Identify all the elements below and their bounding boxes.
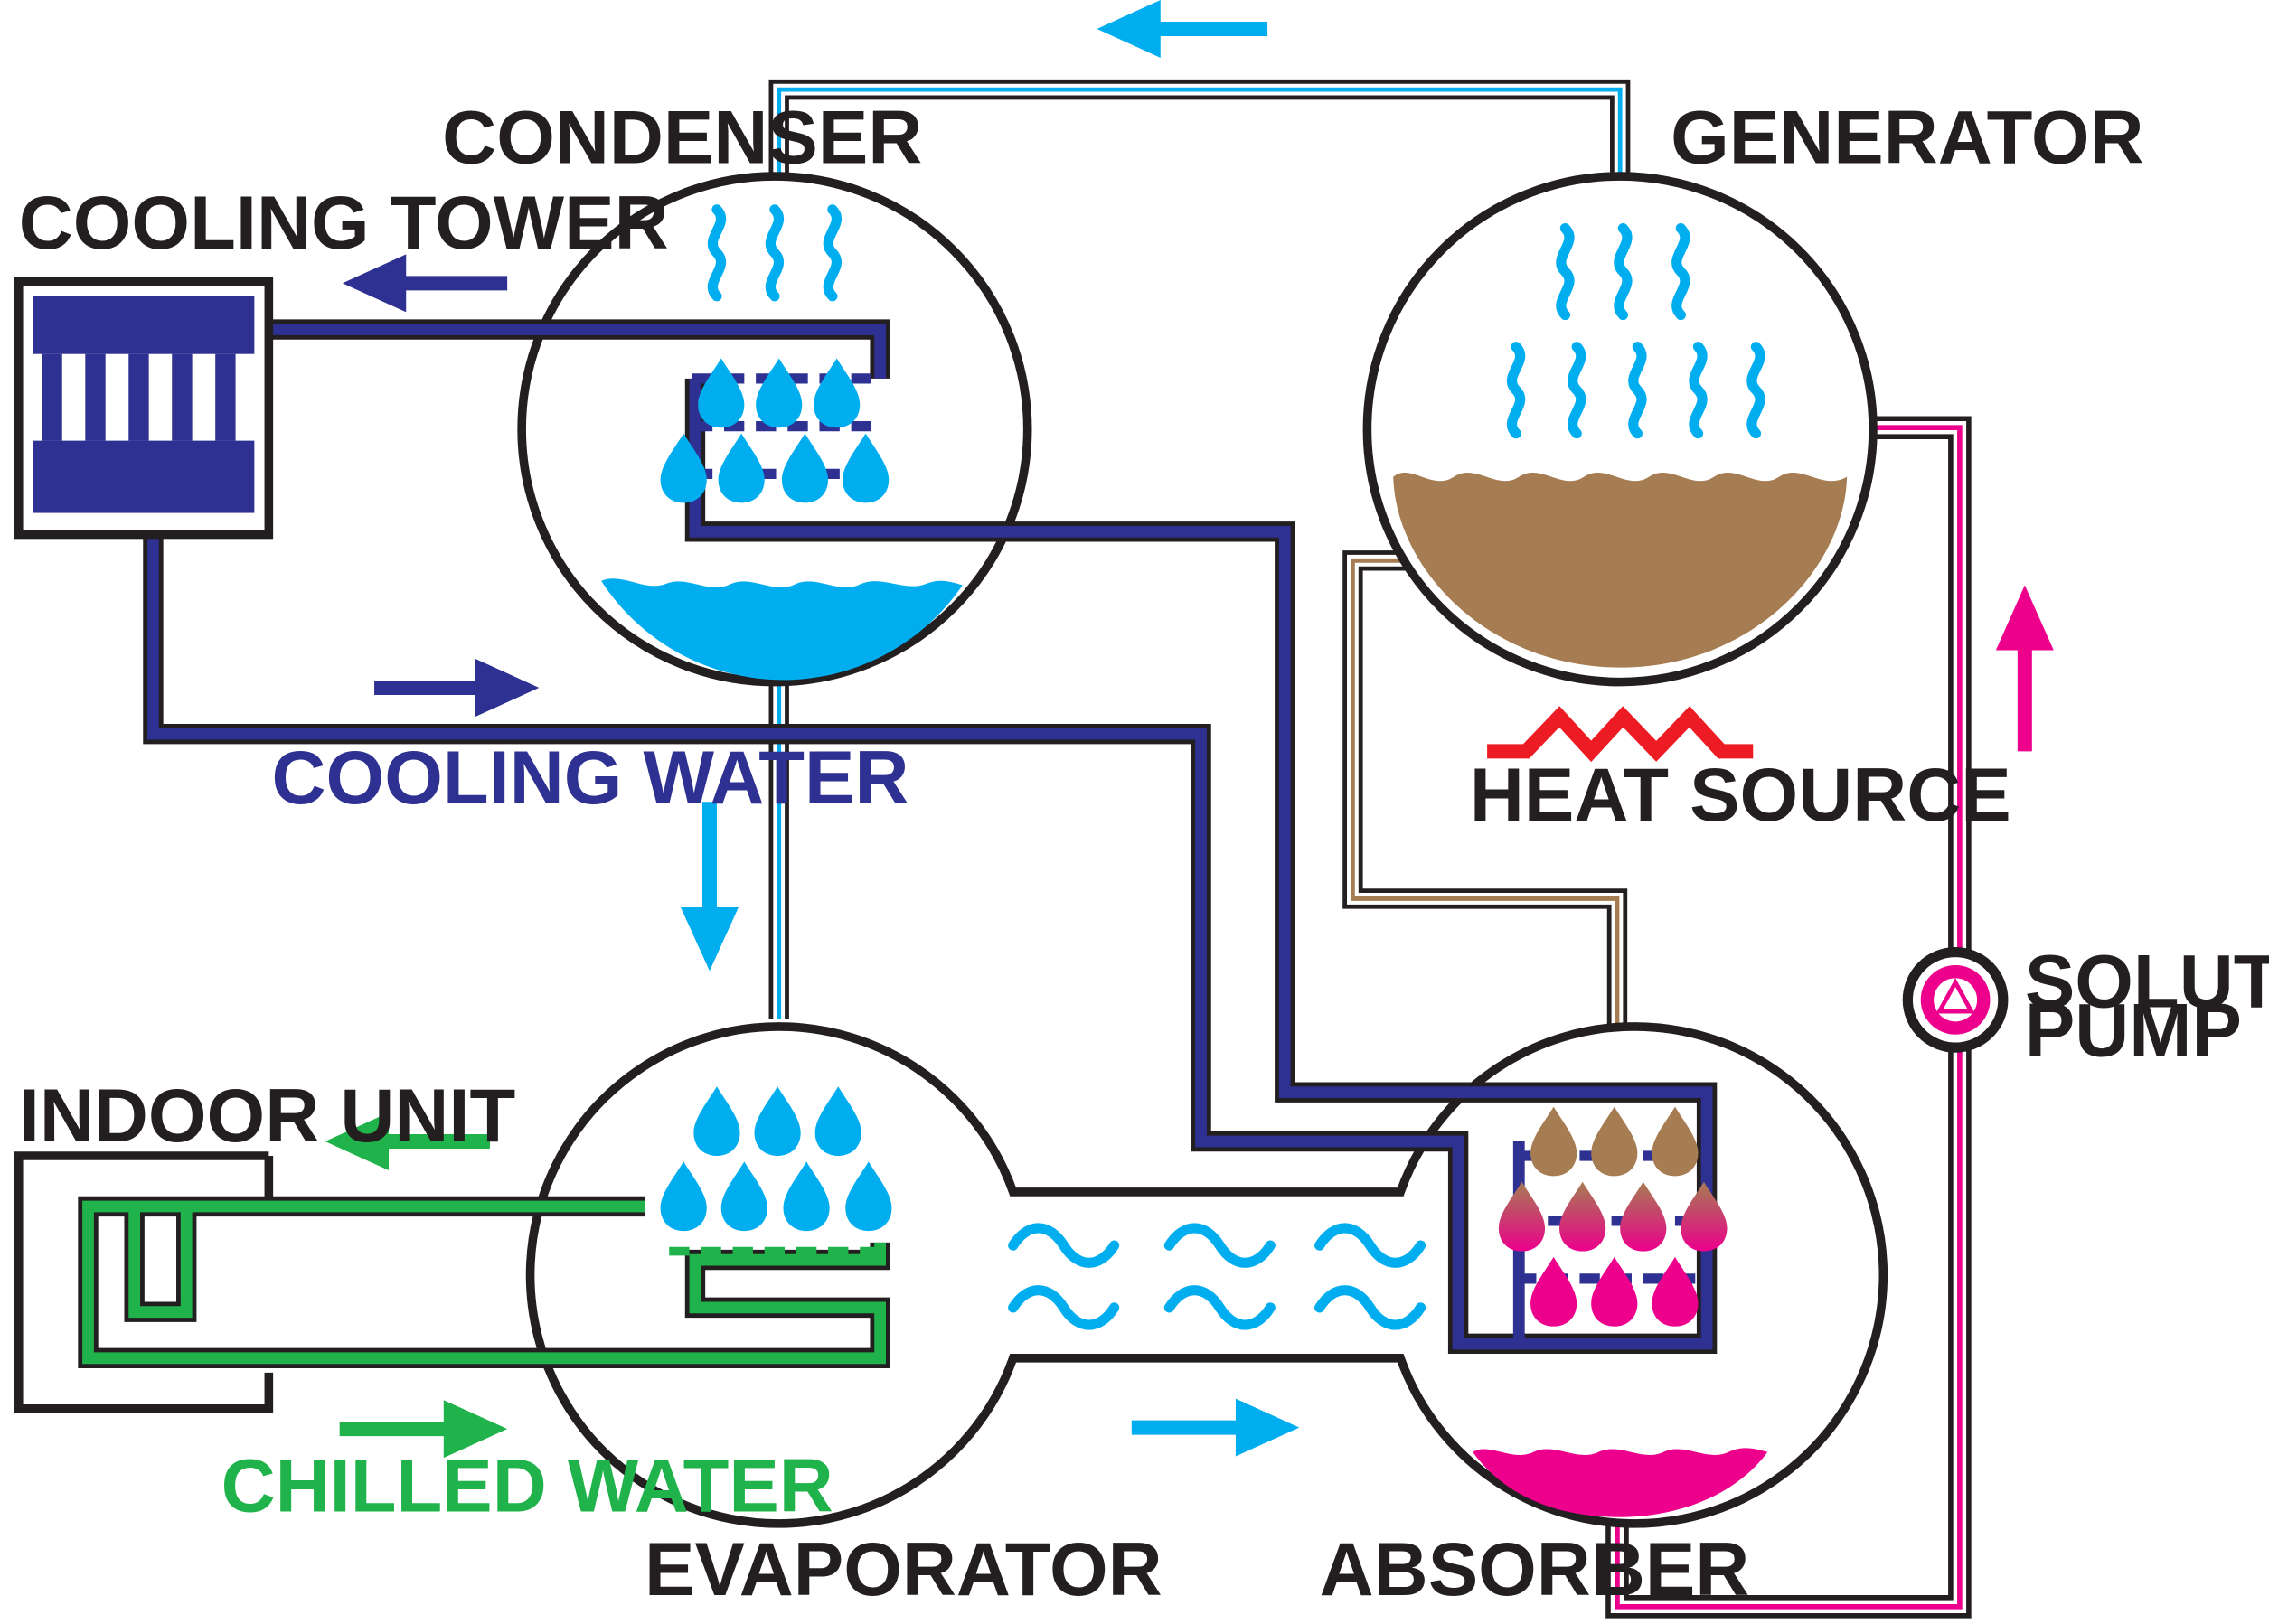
indoor-unit-label: INDOOR UNIT bbox=[19, 1074, 516, 1158]
weak-solution-pipe bbox=[1605, 416, 1972, 1619]
condenser-label: CONDENSER bbox=[442, 96, 922, 180]
heat-source-icon bbox=[1487, 706, 1754, 763]
cooling-water-label: COOLING WATER bbox=[272, 736, 909, 820]
cooling-tower bbox=[14, 277, 274, 540]
chilled-water-label: CHILLED WATER bbox=[221, 1443, 833, 1527]
indoor-unit bbox=[14, 1151, 274, 1413]
solution-flow-arrow-up bbox=[1995, 585, 2054, 752]
cooling-water-arrow-left bbox=[342, 254, 508, 313]
condenser-coil bbox=[143, 319, 1718, 1355]
vapor-flow-arrow-left bbox=[1097, 0, 1268, 58]
solution-pump bbox=[1902, 946, 2009, 1053]
vapor-flow-arrow-right bbox=[1131, 1398, 1300, 1457]
vapor-pipe bbox=[768, 79, 1631, 202]
cooling-water-arrow-right bbox=[374, 659, 540, 717]
refrigerant-flow-arrow-down bbox=[680, 802, 739, 972]
absorber-label: ABSORBER bbox=[1320, 1527, 1750, 1611]
cooling-tower-label: COOLING TOWER bbox=[19, 181, 669, 265]
chilled-water-coil bbox=[78, 1196, 890, 1369]
generator-label: GENERATOR bbox=[1671, 96, 2143, 180]
chilled-water-arrow-left bbox=[325, 1112, 490, 1170]
solution-pump-label-line1: SOLUTION bbox=[2025, 939, 2269, 1023]
absorber-solution-pool bbox=[1473, 1448, 1768, 1517]
evaporator-label: EVAPORATOR bbox=[645, 1527, 1163, 1611]
concentrated-solution-pipe bbox=[1342, 550, 1628, 1034]
generator-vessel bbox=[1362, 172, 1878, 687]
pump-triangle-icon bbox=[1935, 978, 1975, 1014]
solution-pump-label-line2: PUMP bbox=[2025, 989, 2242, 1073]
chilled-water-arrow-right bbox=[339, 1400, 508, 1459]
heat-source-label: HEAT SOURCE bbox=[1470, 753, 2011, 837]
